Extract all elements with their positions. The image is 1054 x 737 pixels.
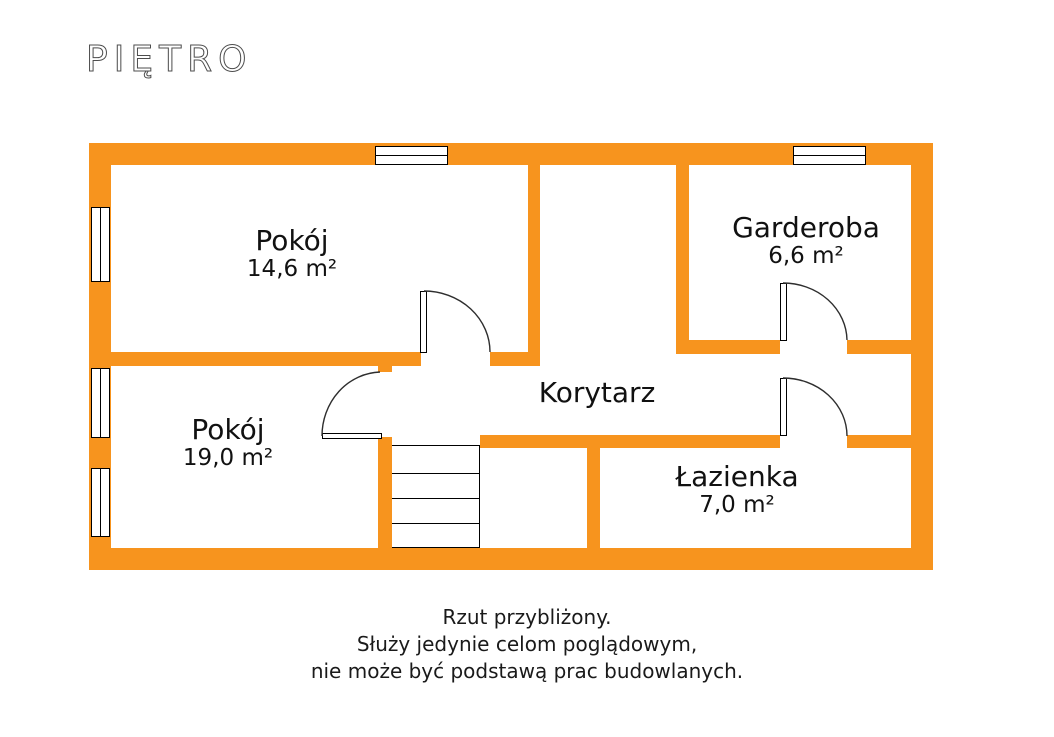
window-top-pokoj-gorny (375, 146, 448, 165)
stair-step-line (392, 498, 479, 500)
door-swing-arc-lazienka (782, 377, 848, 437)
interior-wall-stub-above-door (378, 352, 392, 372)
door-leaf-garderoba (780, 283, 787, 341)
disclaimer-line-3: nie może być podstawą prac budowlanych. (310, 659, 744, 683)
door-swing-arc-pokoj-dolny (321, 371, 381, 437)
disclaimer: Rzut przybliżony. Służy jedynie celom po… (0, 604, 1054, 685)
room-name: Łazienka (675, 460, 799, 493)
outer-wall-top (89, 143, 933, 165)
door-leaf-lazienka (780, 378, 787, 436)
window-left-upper (91, 207, 110, 282)
window-pane-line (99, 207, 102, 282)
door-swing-arc-garderoba (782, 282, 848, 341)
room-label-garderoba: Garderoba 6,6 m² (732, 212, 880, 270)
stairs (392, 445, 480, 548)
interior-wall-korytarz-lazienka-right (847, 435, 911, 448)
room-name: Pokój (255, 224, 329, 257)
outer-wall-bottom (89, 548, 933, 570)
room-label-pokoj-gorny: Pokój 14,6 m² (247, 225, 337, 283)
room-name: Garderoba (732, 211, 880, 244)
interior-wall-pokoj-gorny-right (528, 165, 540, 360)
window-left-lower (91, 468, 110, 537)
door-swing-arc-pokoj-gorny (423, 290, 491, 353)
room-label-korytarz: Korytarz (538, 376, 656, 409)
interior-wall-between-pokoje-right (490, 352, 540, 366)
door-leaf-pokoj-dolny (322, 433, 382, 439)
floor-title-text: PIĘTRO (86, 39, 252, 80)
room-area: 7,0 m² (699, 492, 775, 519)
disclaimer-line-1: Rzut przybliżony. (442, 605, 612, 629)
room-label-pokoj-dolny: Pokój 19,0 m² (183, 414, 273, 472)
room-area: 6,6 m² (768, 243, 844, 270)
room-label-lazienka: Łazienka 7,0 m² (675, 461, 798, 519)
interior-wall-korytarz-lazienka-left (480, 435, 780, 448)
room-name: Korytarz (538, 376, 656, 409)
room-area: 14,6 m² (246, 256, 338, 283)
interior-wall-garderoba-bottom-left (676, 340, 780, 354)
stair-step-line (392, 523, 479, 525)
room-area: 19,0 m² (182, 445, 274, 472)
interior-wall-between-pokoje-left (111, 352, 421, 366)
window-top-garderoba (793, 146, 866, 165)
interior-wall-garderoba-left (676, 165, 689, 341)
disclaimer-line-2: Służy jedynie celom poglądowym, (356, 632, 698, 656)
stair-step-line (392, 473, 479, 475)
interior-wall-stairwell-left (378, 437, 392, 548)
window-pane-line (99, 468, 102, 537)
room-name: Pokój (191, 413, 265, 446)
interior-wall-lazienka-left (587, 441, 600, 548)
floor-title: PIĘTRO (86, 39, 252, 81)
interior-wall-garderoba-bottom-right (847, 340, 911, 354)
outer-wall-right (911, 143, 933, 570)
door-leaf-pokoj-gorny (420, 291, 427, 353)
window-pane-line (99, 368, 102, 438)
window-pane-line (375, 154, 448, 157)
window-pane-line (793, 154, 866, 157)
window-left-middle (91, 368, 110, 438)
